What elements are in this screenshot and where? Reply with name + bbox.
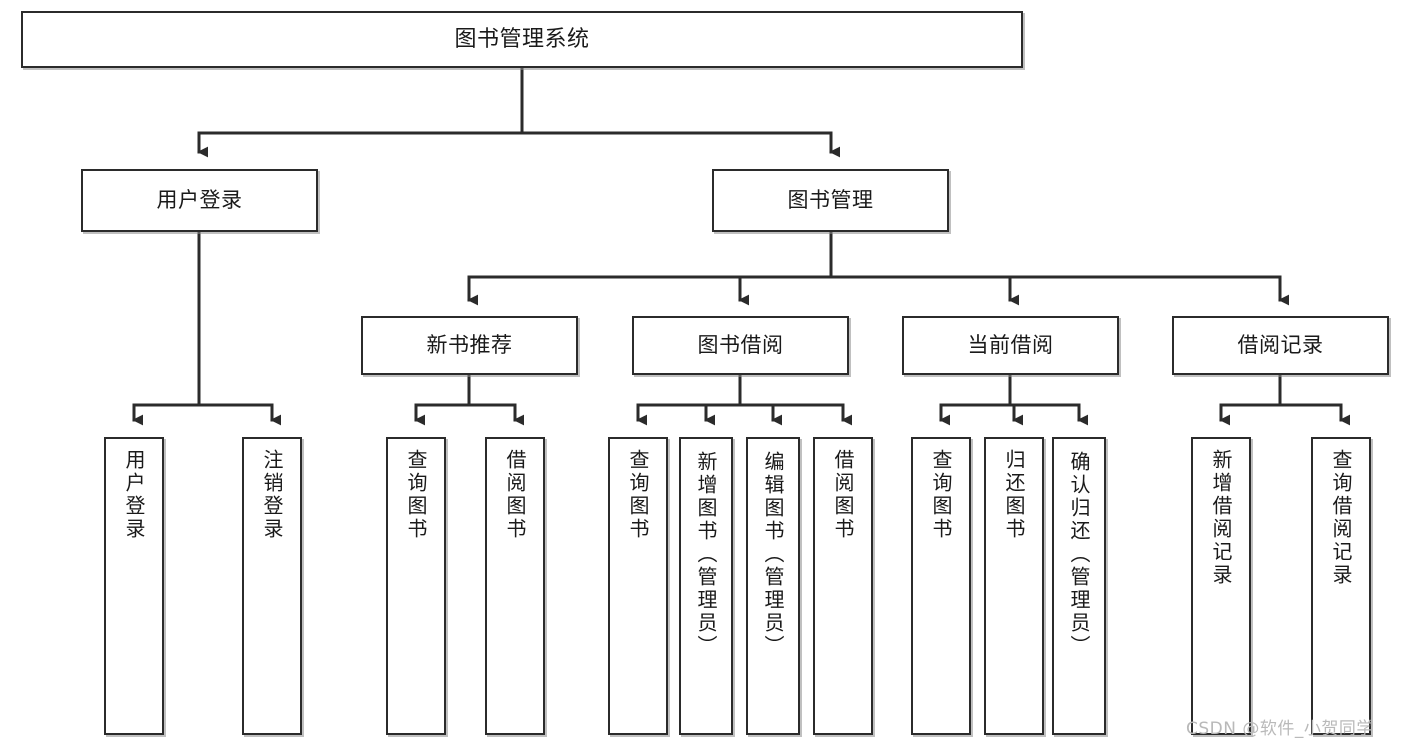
node-leaf-borrow-book-1-label: 借阅图书 xyxy=(503,449,527,541)
node-leaf-add-borrow-record-label: 新增借阅记录 xyxy=(1209,449,1233,587)
node-user-login[interactable]: 用户登录 xyxy=(81,169,318,232)
node-leaf-add-book[interactable]: 新增图书（管理员） xyxy=(679,437,733,735)
node-leaf-query-book-1-label: 查询图书 xyxy=(404,449,428,541)
node-current-borrow[interactable]: 当前借阅 xyxy=(902,316,1119,375)
node-book-management[interactable]: 图书管理 xyxy=(712,169,949,232)
node-leaf-borrow-book-1[interactable]: 借阅图书 xyxy=(485,437,545,735)
node-leaf-return-book-label: 归还图书 xyxy=(1002,449,1026,541)
node-leaf-confirm-return[interactable]: 确认归还（管理员） xyxy=(1052,437,1106,735)
node-leaf-edit-book[interactable]: 编辑图书（管理员） xyxy=(746,437,800,735)
node-leaf-query-book-2-label: 查询图书 xyxy=(626,449,650,541)
node-leaf-add-book-label: 新增图书（管理员） xyxy=(694,451,718,658)
node-borrow-record[interactable]: 借阅记录 xyxy=(1172,316,1389,375)
node-leaf-borrow-book-2-label: 借阅图书 xyxy=(831,449,855,541)
node-leaf-query-borrow-record-label: 查询借阅记录 xyxy=(1329,449,1353,587)
node-leaf-query-book-1[interactable]: 查询图书 xyxy=(386,437,446,735)
node-book-management-label: 图书管理 xyxy=(787,188,874,213)
node-leaf-edit-book-label: 编辑图书（管理员） xyxy=(761,451,785,658)
node-current-borrow-label: 当前借阅 xyxy=(967,333,1054,358)
node-borrow-record-label: 借阅记录 xyxy=(1237,333,1324,358)
node-leaf-return-book[interactable]: 归还图书 xyxy=(984,437,1044,735)
node-leaf-borrow-book-2[interactable]: 借阅图书 xyxy=(813,437,873,735)
node-book-borrow[interactable]: 图书借阅 xyxy=(632,316,849,375)
node-leaf-query-borrow-record[interactable]: 查询借阅记录 xyxy=(1311,437,1371,735)
node-leaf-query-book-3-label: 查询图书 xyxy=(929,449,953,541)
node-leaf-query-book-3[interactable]: 查询图书 xyxy=(911,437,971,735)
node-book-borrow-label: 图书借阅 xyxy=(697,333,784,358)
node-leaf-confirm-return-label: 确认归还（管理员） xyxy=(1067,451,1091,658)
node-leaf-logout-login[interactable]: 注销登录 xyxy=(242,437,302,735)
node-leaf-user-login[interactable]: 用户登录 xyxy=(104,437,164,735)
node-user-login-label: 用户登录 xyxy=(156,188,243,213)
csdn-watermark: CSDN @软件_小贺同学 xyxy=(1186,719,1374,739)
node-leaf-logout-login-label: 注销登录 xyxy=(260,449,284,541)
node-root-label: 图书管理系统 xyxy=(454,26,590,52)
node-leaf-query-book-2[interactable]: 查询图书 xyxy=(608,437,668,735)
node-leaf-add-borrow-record[interactable]: 新增借阅记录 xyxy=(1191,437,1251,735)
node-new-book-recommend-label: 新书推荐 xyxy=(426,333,513,358)
node-leaf-user-login-label: 用户登录 xyxy=(122,449,146,541)
node-root[interactable]: 图书管理系统 xyxy=(21,11,1023,68)
node-new-book-recommend[interactable]: 新书推荐 xyxy=(361,316,578,375)
